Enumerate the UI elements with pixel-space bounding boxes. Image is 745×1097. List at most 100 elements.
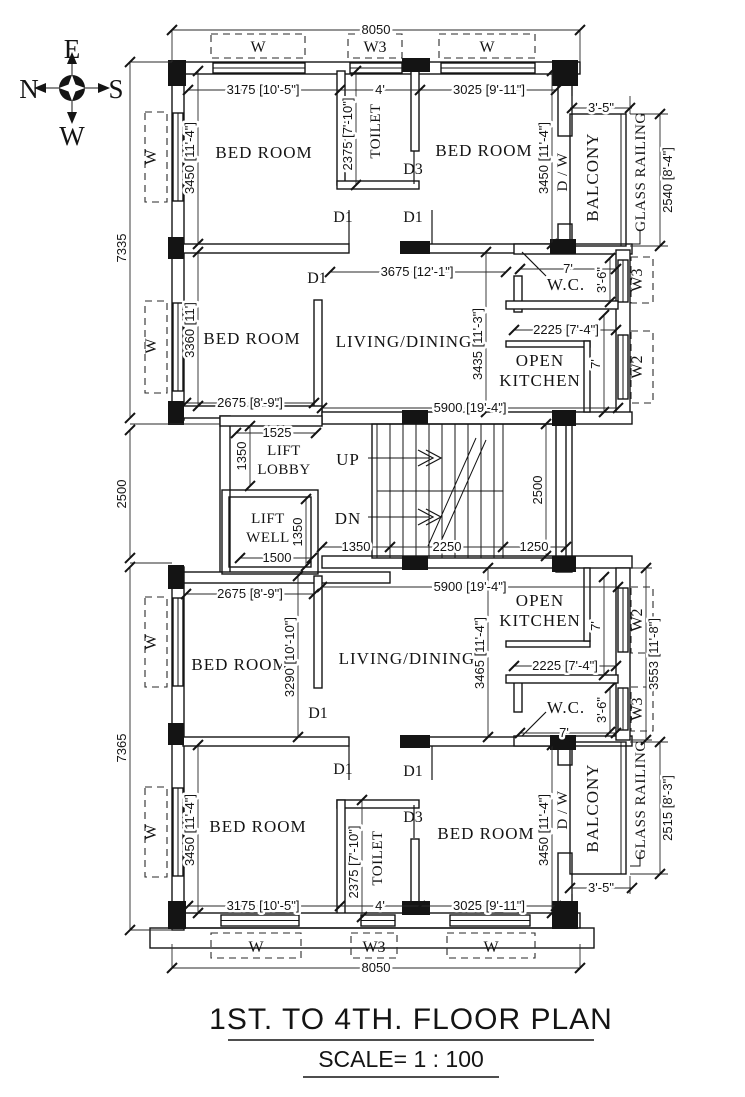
plinth-outline <box>149 927 595 949</box>
dim-2540: 2540 [8'-4"] <box>660 147 675 213</box>
window-w3-top: W3 <box>363 39 386 56</box>
compass-west: W <box>59 121 85 151</box>
kitchen-counter-upper <box>505 300 619 310</box>
dim-2500-left: 2500 <box>114 480 129 509</box>
glass-railing-leaders <box>630 230 641 867</box>
dim-8050-top: 8050 <box>362 22 391 37</box>
room-toilet-lower: TOILET <box>370 830 386 885</box>
window-w-left-4: W <box>143 824 160 840</box>
room-lift-lobby-line1: LIFT <box>267 443 301 459</box>
dim-3025-top: 3025 [9'-11"] <box>453 82 525 97</box>
room-balcony-upper: BALCONY <box>583 132 602 221</box>
window-w-top-right: W <box>479 39 495 56</box>
compass-rose: E N S W <box>19 34 123 151</box>
stair-up-label: UP <box>336 450 360 469</box>
dim-3025-bottom: 3025 [9'-11"] <box>453 898 525 913</box>
lift-well-inner <box>228 496 312 568</box>
title-block: 1ST. TO 4TH. FLOOR PLAN SCALE= 1 : 100 <box>209 1003 613 1078</box>
dim-1525: 1525 <box>263 425 292 440</box>
room-lift-lobby-line2: LOBBY <box>257 462 310 478</box>
dim-2225-lower: 2225 [7'-4"] <box>532 658 598 673</box>
dim-2500-stair: 2500 <box>530 476 545 505</box>
compass-north: N <box>19 74 39 104</box>
balcony-lower-outline <box>569 741 627 875</box>
dim-1350-stair: 1350 <box>342 539 371 554</box>
dimension-labels: 8050 3175 [10'-5"] 4' 3025 [9'-11"] 3'-5… <box>112 20 678 978</box>
door-d1-upper-right: D1 <box>403 209 423 226</box>
room-living-lower: LIVING/DINING <box>339 649 476 668</box>
dim-3450-tl: 3450 [11'-4"] <box>182 122 197 194</box>
dim-2375-lower: 2375 [7'-10"] <box>346 826 361 899</box>
dim-3675: 3675 [12'-1"] <box>381 264 454 279</box>
dimension-ticks <box>124 24 666 974</box>
compass-south: S <box>108 74 123 104</box>
window-w-left-3: W <box>143 634 160 650</box>
room-bedroom-mid-lower: BED ROOM <box>191 655 288 674</box>
window-glazing-lines <box>177 67 624 921</box>
window-w-left-1: W <box>143 149 160 165</box>
dim-3ft6-lower: 3'-6" <box>594 697 609 723</box>
dim-1350-well: 1350 <box>290 518 305 547</box>
glass-railing-label-lower: GLASS RAILING <box>633 740 649 859</box>
dim-4ft-top: 4' <box>375 82 385 97</box>
dim-3ft5-top: 3'-5" <box>588 100 614 115</box>
window-w3-bottom: W3 <box>362 939 385 956</box>
dim-5900-lower: 5900 [19'-4"] <box>434 579 507 594</box>
dim-2225-upper: 2225 [7'-4"] <box>533 322 599 337</box>
dim-7ft-kitchen-upper: 7' <box>588 359 603 369</box>
dim-2515: 2515 [8'-3"] <box>660 775 675 841</box>
door-d1-mid-lower: D1 <box>308 705 328 722</box>
dim-3450-tr: 3450 [11'-4"] <box>536 122 551 194</box>
room-lift-well-line2: WELL <box>246 530 290 546</box>
window-label-boxes <box>144 33 654 959</box>
balcony-upper-outline <box>569 113 627 247</box>
door-d3-lower: D3 <box>403 809 423 826</box>
window-w-bottom-right: W <box>483 939 499 956</box>
sheet-scale: SCALE= 1 : 100 <box>318 1046 484 1072</box>
sheet-title: 1ST. TO 4TH. FLOOR PLAN <box>209 1003 613 1036</box>
dim-5900-upper: 5900 [19'-4"] <box>434 400 507 415</box>
windows-layer <box>172 62 629 927</box>
room-lift-well-line1: LIFT <box>251 511 285 527</box>
dim-3175-top: 3175 [10'-5"] <box>227 82 300 97</box>
dim-7ft-kitchen-lower: 7' <box>588 621 603 631</box>
dim-2675-lower: 2675 [8'-9"] <box>217 586 283 601</box>
dim-3553: 3553 [11'-8"] <box>646 618 661 690</box>
dim-3435: 3435 [11'-3"] <box>470 308 485 380</box>
door-d1-lower-right: D1 <box>403 763 423 780</box>
dim-7335: 7335 <box>114 234 129 263</box>
room-wc-upper: W.C. <box>547 275 585 294</box>
dim-3465: 3465 [11'-4"] <box>472 617 487 689</box>
dim-7365: 7365 <box>114 734 129 763</box>
dim-7ft-wc-upper: 7' <box>563 261 573 276</box>
dn-arrow-head <box>417 508 443 526</box>
room-living-upper: LIVING/DINING <box>336 332 473 351</box>
window-w3-right-lower: W3 <box>629 697 646 720</box>
dim-1350-lobby: 1350 <box>234 442 249 471</box>
up-arrow-head <box>417 449 443 467</box>
room-kitchen-upper-line2: KITCHEN <box>499 371 581 390</box>
room-toilet-upper: TOILET <box>368 103 384 158</box>
room-bedroom-top-right: BED ROOM <box>435 141 532 160</box>
room-kitchen-lower-line2: KITCHEN <box>499 611 581 630</box>
door-d3-upper: D3 <box>403 161 423 178</box>
door-dw-lower: D / W <box>555 790 571 829</box>
room-kitchen-lower-line1: OPEN <box>516 591 564 610</box>
dim-3290: 3290 [10'-10"] <box>282 617 297 697</box>
glass-railing-label-upper: GLASS RAILING <box>633 112 649 231</box>
fixtures-layer <box>221 113 641 875</box>
dim-8050-bottom: 8050 <box>362 960 391 975</box>
dim-3360: 3360 [11'] <box>182 302 197 358</box>
window-w-bottom-left: W <box>248 939 264 956</box>
dim-1500: 1500 <box>263 550 292 565</box>
window-w-top-left: W <box>250 39 266 56</box>
room-bedroom-top-left: BED ROOM <box>215 143 312 162</box>
dimension-layer <box>124 24 668 974</box>
stairwell-outline <box>371 423 567 559</box>
door-d1-mid-upper: D1 <box>307 270 327 287</box>
room-bedroom-bottom-left: BED ROOM <box>209 817 306 836</box>
door-dw-upper: D / W <box>555 152 571 191</box>
columns-layer <box>168 58 578 929</box>
window-w2-right-upper: W2 <box>629 355 646 378</box>
room-wc-lower: W.C. <box>547 698 585 717</box>
